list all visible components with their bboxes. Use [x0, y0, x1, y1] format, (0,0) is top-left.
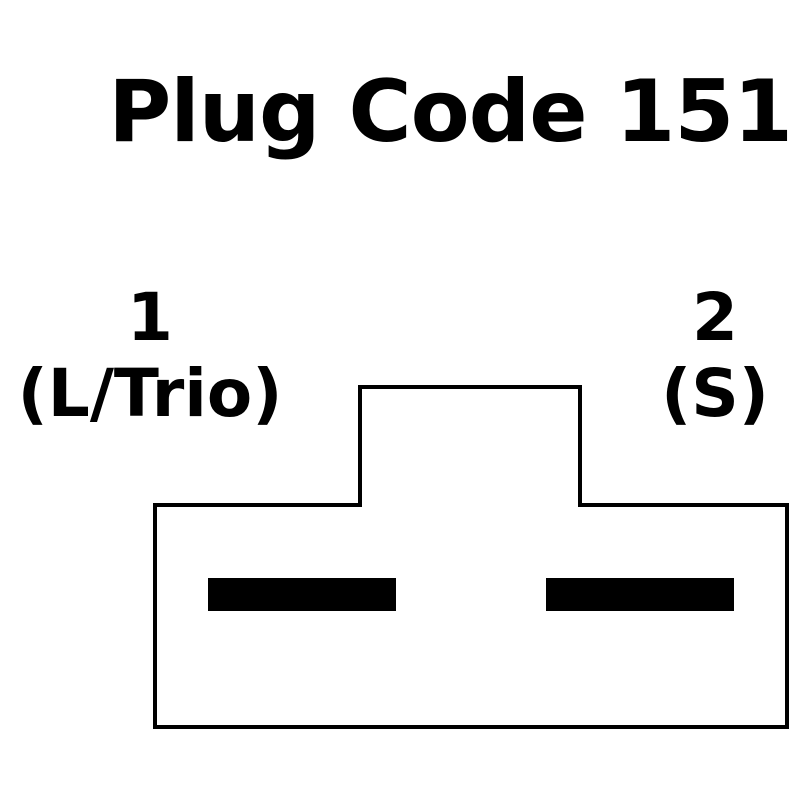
pin-2-number: 2 — [692, 279, 738, 356]
pin-1-terminal — [208, 578, 396, 611]
pin-2-function: (S) — [661, 355, 769, 432]
pin-2-label: 2 (S) — [640, 280, 790, 432]
pin-1-number: 1 — [127, 279, 173, 356]
connector-housing-outline — [153, 385, 789, 729]
pin-1-function: (L/Trio) — [17, 355, 283, 432]
pin-1-label: 1 (L/Trio) — [0, 280, 300, 432]
plug-code-title: Plug Code 151 — [108, 62, 793, 162]
pin-2-terminal — [546, 578, 734, 611]
